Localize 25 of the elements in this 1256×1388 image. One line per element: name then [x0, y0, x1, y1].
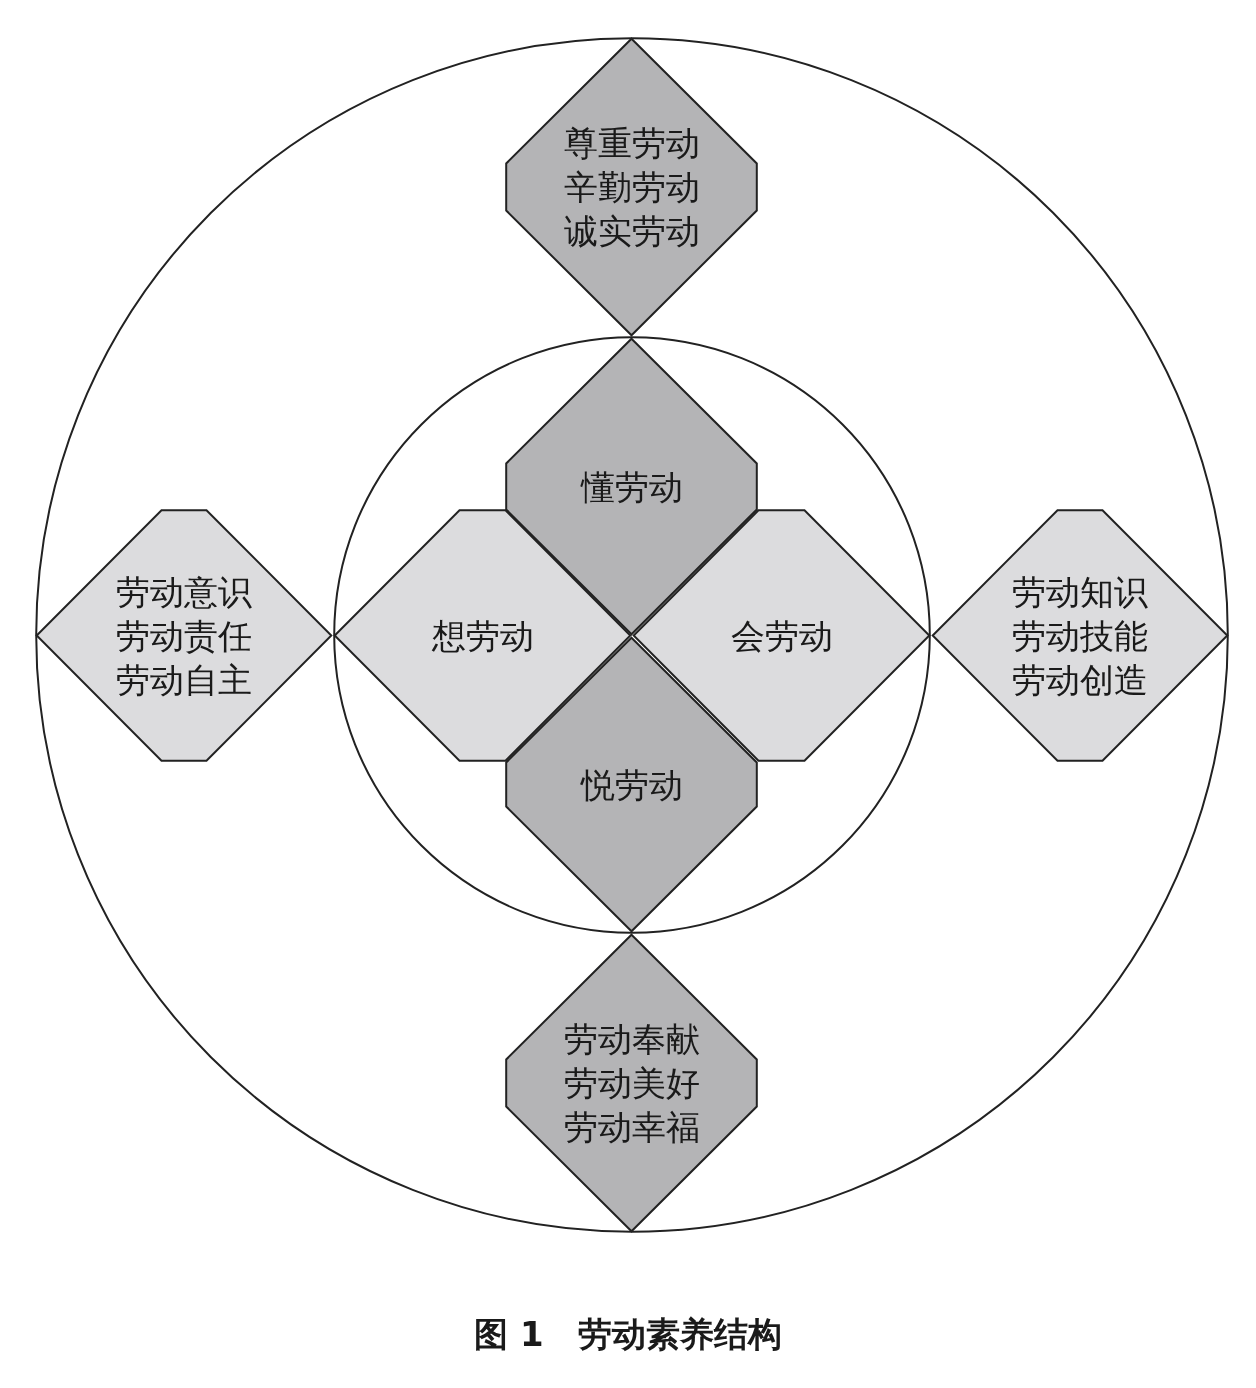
node-label: 劳动自主 — [116, 658, 252, 702]
hexagon-shape — [505, 933, 758, 1233]
hexagon-shape — [931, 509, 1229, 762]
hexagon-shape — [333, 509, 632, 762]
inner-circle — [333, 336, 931, 934]
figure-caption: 图 1 劳动素养结构 — [474, 1314, 782, 1354]
node-label: 辛勤劳动 — [563, 166, 700, 209]
node-label: 劳动奉献 — [563, 1018, 700, 1061]
node-label: 劳动创造 — [1012, 658, 1148, 702]
node-label: 想劳动 — [431, 614, 534, 658]
node-label: 会劳动 — [730, 614, 833, 658]
hexagon-shape — [505, 37, 758, 337]
node-label: 劳动技能 — [1012, 614, 1148, 658]
node-label: 劳动责任 — [116, 614, 252, 658]
node-label: 劳动意识 — [116, 570, 252, 614]
hexagon-shape — [632, 509, 931, 762]
node-label: 悦劳动 — [580, 763, 683, 807]
node-label: 诚实劳动 — [563, 210, 700, 253]
hexagon-shape — [35, 509, 333, 762]
node-label: 懂劳动 — [580, 465, 683, 509]
node-label: 劳动知识 — [1012, 570, 1148, 614]
outer-circle — [35, 37, 1229, 1233]
node-label: 劳动美好 — [563, 1062, 700, 1105]
node-label: 尊重劳动 — [563, 122, 700, 165]
node-label: 劳动幸福 — [563, 1106, 700, 1149]
